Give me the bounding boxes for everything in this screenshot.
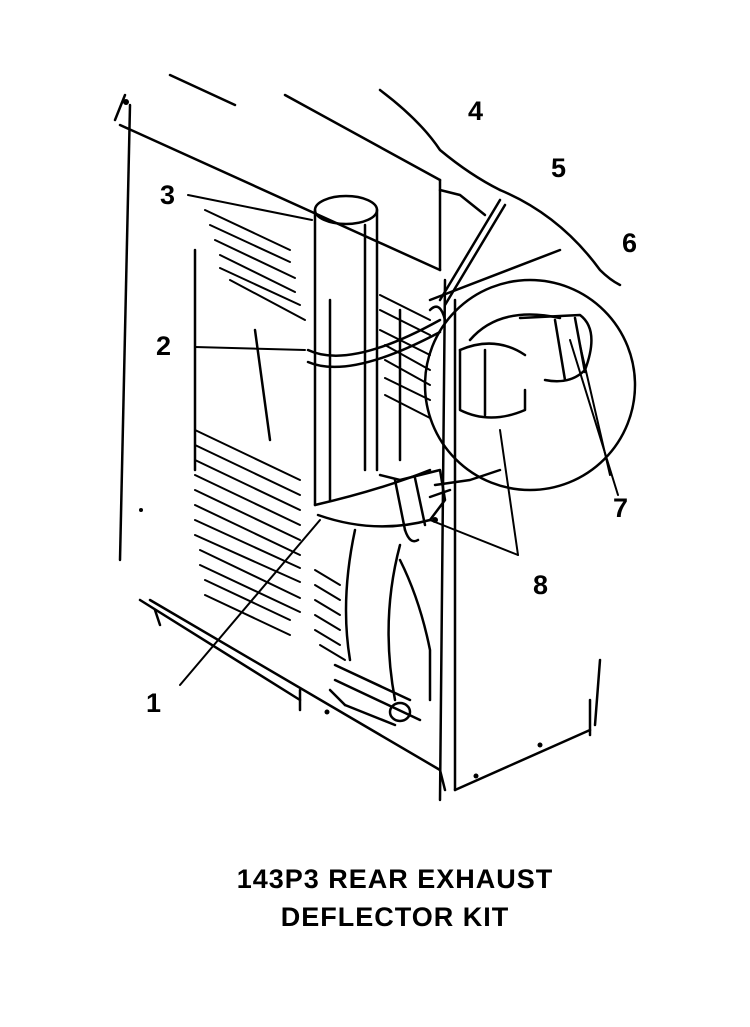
back-panel-louvres (194, 209, 431, 661)
leader-8a (429, 519, 519, 556)
elbow-deflector (313, 468, 447, 543)
lower-duct (328, 528, 432, 727)
callout-8: 8 (533, 570, 549, 600)
leader-lines (179, 194, 619, 686)
dryer-cabinet (113, 73, 622, 802)
detail-inset (423, 278, 637, 499)
callout-6: 6 (622, 228, 638, 258)
callout-4: 4 (468, 96, 484, 126)
callout-1: 1 (146, 688, 162, 718)
mounting-strap (306, 198, 507, 369)
leader-8b (499, 429, 519, 556)
diagram-caption: 143P3 REAR EXHAUST DEFLECTOR KIT (150, 860, 640, 936)
leader-1 (179, 519, 321, 686)
rivets (123, 99, 543, 779)
caption-line-2: DEFLECTOR KIT (280, 902, 510, 932)
exhaust-pipe (313, 194, 379, 507)
leader-3 (187, 194, 313, 221)
leader-7b (579, 344, 611, 476)
callout-2: 2 (156, 331, 172, 361)
callout-5: 5 (551, 153, 567, 183)
callout-7: 7 (613, 493, 629, 523)
callout-3: 3 (160, 180, 176, 210)
caption-line-1: 143P3 REAR EXHAUST (236, 864, 554, 894)
leader-2 (194, 346, 306, 351)
leader-7a (569, 339, 619, 496)
